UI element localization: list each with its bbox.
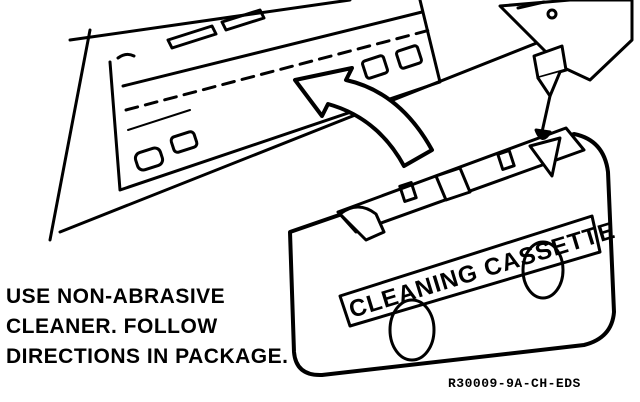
- cassette-slot-dashed: [124, 28, 432, 112]
- deck-panel-upper-line: [121, 10, 424, 88]
- deck-housing-top-edge: [68, 0, 352, 42]
- head-opening-right: [528, 136, 562, 178]
- insert-direction-arrow: [293, 66, 434, 168]
- applicator-stem: [540, 94, 552, 134]
- deck-key-1: [361, 54, 389, 80]
- deck-button-right: [169, 130, 199, 154]
- deck-housing-left-edge: [48, 28, 92, 242]
- instruction-line-2: CLEANER. FOLLOW: [6, 315, 218, 338]
- deck-panel-divider: [127, 109, 191, 131]
- deck-front-panel: [108, 0, 442, 192]
- deck-housing-bottom-edge: [58, 8, 622, 234]
- figure-code: R30009-9A-CH-EDS: [448, 376, 581, 391]
- bottle-label-mark: [516, 0, 546, 10]
- cassette-reel-left: [388, 298, 436, 362]
- cleaning-cassette: [288, 126, 616, 378]
- deck-top-slot-2: [220, 8, 266, 32]
- head-opening-center: [434, 166, 472, 202]
- deck-top-tab: [116, 52, 136, 60]
- deck-button-left: [133, 146, 165, 172]
- tape-deck-unit: [48, 0, 622, 242]
- instruction-line-1: USE NON-ABRASIVE: [6, 285, 226, 308]
- instruction-line-3: DIRECTIONS IN PACKAGE.: [6, 345, 289, 368]
- head-opening-left: [338, 205, 386, 242]
- bottle-label-dot: [546, 8, 558, 20]
- cassette-reel-right: [521, 240, 565, 300]
- guide-window-1: [398, 181, 418, 203]
- guide-window-2: [496, 149, 516, 171]
- deck-top-slot-1: [166, 24, 218, 50]
- deck-key-2: [395, 44, 423, 70]
- bottle-neck: [532, 44, 568, 80]
- cleaner-bottle: [498, 0, 634, 140]
- cleaner-drop: [534, 128, 552, 140]
